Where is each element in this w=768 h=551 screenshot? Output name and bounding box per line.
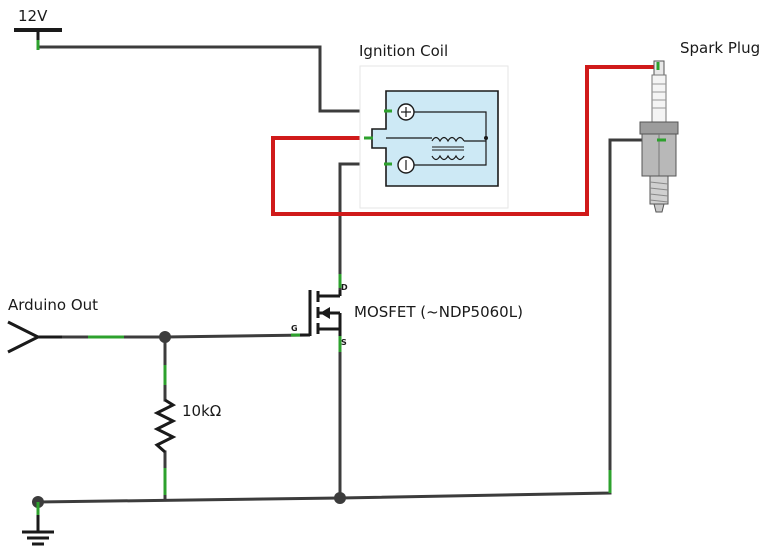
wire-12v-to-coil-plus	[36, 45, 394, 113]
resistor-10k	[153, 365, 177, 495]
junction-gate	[159, 331, 171, 343]
mosfet-pin-gate: G	[291, 324, 298, 333]
supply-12v-label: 12V	[18, 7, 48, 25]
arduino-input-arrow	[7, 320, 124, 354]
mosfet-pin-drain: D	[341, 283, 348, 292]
coil-secondary-winding	[431, 154, 465, 161]
wires	[36, 45, 668, 504]
ignition-coil-label: Ignition Coil	[359, 42, 448, 60]
ignition-coil	[359, 65, 509, 209]
mosfet	[291, 274, 342, 352]
mosfet-label: MOSFET (~NDP5060L)	[354, 303, 523, 321]
spark-plug-label: Spark Plug	[680, 39, 760, 57]
hv-wire-coil-to-spark-plug	[271, 65, 660, 216]
resistor-label: 10kΩ	[182, 402, 221, 420]
wire-ground-rail	[36, 138, 668, 504]
arduino-out-label: Arduino Out	[8, 296, 98, 314]
junction-source	[334, 492, 346, 504]
spark-plug	[639, 60, 679, 213]
ground-symbol	[22, 496, 54, 546]
mosfet-pin-source: S	[341, 338, 347, 347]
supply-12v-symbol	[14, 28, 62, 50]
coil-primary-winding	[431, 136, 465, 143]
